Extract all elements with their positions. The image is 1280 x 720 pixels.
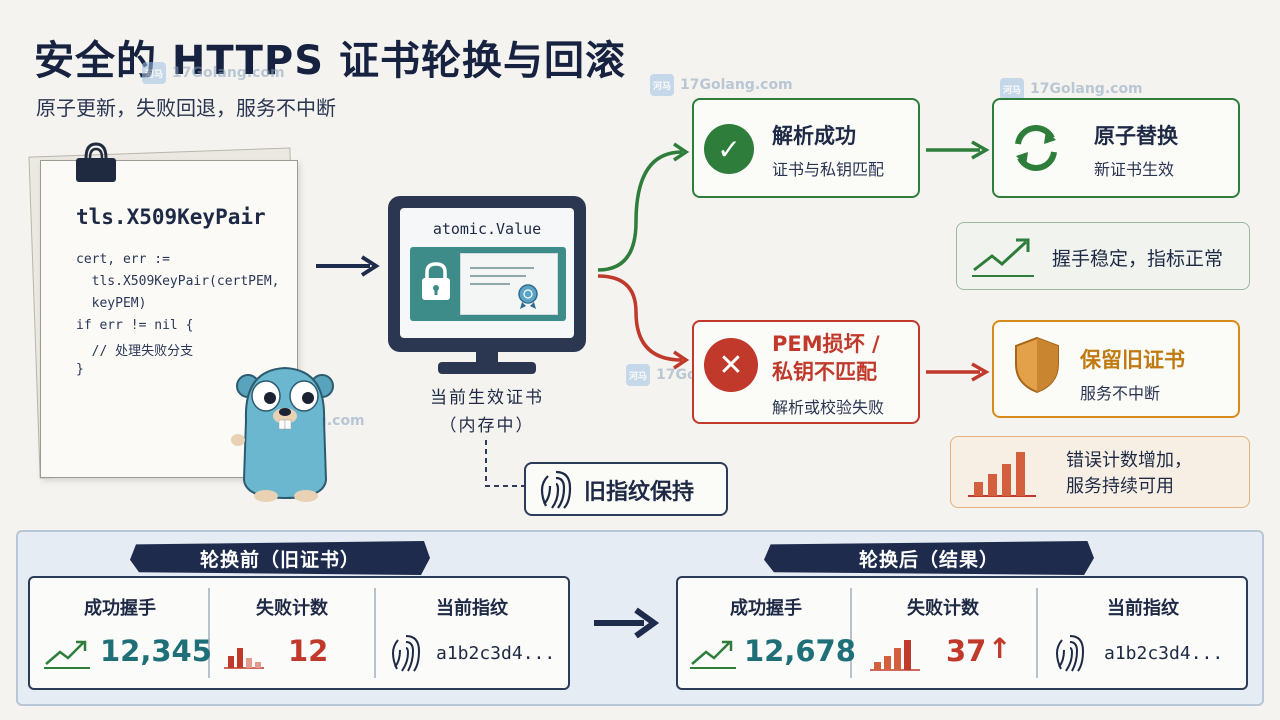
- after-fp-value: a1b2c3d4...: [1104, 643, 1224, 664]
- trend-up-icon: [972, 238, 1034, 277]
- shield-icon: [1015, 336, 1059, 394]
- bar-chart-icon: [968, 452, 1036, 497]
- binder-clip-icon: [76, 142, 116, 182]
- after-stats-card: [676, 576, 1248, 690]
- parse-failure-sub: 解析或校验失败: [772, 398, 885, 417]
- keep-old-cert-sub: 服务不中断: [1080, 384, 1161, 403]
- before-success-label: 成功握手: [84, 598, 156, 619]
- watermark: 河马 17Golang.com: [650, 74, 793, 96]
- check-icon: ✓: [704, 124, 754, 174]
- code-line: }: [76, 362, 84, 377]
- branch-arrows: [597, 142, 690, 370]
- arrow-right-icon: [926, 140, 990, 160]
- before-banner: 轮换前（旧证书）: [130, 541, 430, 575]
- trend-up-icon: [44, 640, 90, 669]
- divider: [374, 588, 376, 678]
- after-fail-label: 失败计数: [907, 598, 979, 619]
- dashed-connector: [485, 440, 524, 487]
- parse-success-title: 解析成功: [772, 124, 856, 148]
- trend-up-icon: [690, 640, 736, 669]
- monitor-stand: [476, 352, 498, 364]
- x-icon: ✕: [704, 338, 758, 392]
- divider: [208, 588, 210, 678]
- refresh-icon: [1015, 125, 1057, 171]
- code-title: tls.X509KeyPair: [76, 205, 266, 229]
- watermark: 河马 17Golang.com: [142, 62, 285, 84]
- code-line: keyPEM): [76, 296, 147, 311]
- fail-increase-arrow-icon: ↑: [988, 632, 1012, 665]
- before-fail-label: 失败计数: [256, 598, 328, 619]
- after-success-value: 12,678: [744, 634, 856, 668]
- atomic-swap-sub: 新证书生效: [1094, 160, 1175, 179]
- certificate-seal-icon: [470, 267, 538, 309]
- arrow-right-icon: [926, 362, 990, 382]
- after-fail-value: 37: [946, 634, 987, 668]
- watermark-logo-icon: 河马: [1000, 78, 1024, 100]
- code-line: // 处理失败分支: [76, 344, 194, 359]
- before-fp-label: 当前指纹: [436, 598, 508, 619]
- watermark-logo-icon: 河马: [142, 62, 166, 84]
- code-line: tls.X509KeyPair(certPEM,: [76, 274, 280, 289]
- before-success-value: 12,345: [100, 634, 212, 668]
- before-fail-value: 12: [288, 634, 329, 668]
- lock-icon: [422, 262, 450, 300]
- page-title: 安全的 HTTPS 证书轮换与回滚: [34, 38, 626, 84]
- page-subtitle: 原子更新，失败回退，服务不中断: [36, 96, 336, 120]
- before-fp-value: a1b2c3d4...: [436, 643, 556, 664]
- watermark-logo-icon: 河马: [650, 74, 674, 96]
- gopher-mascot-icon: [231, 366, 334, 502]
- fingerprint-icon: [540, 470, 572, 509]
- arrow-right-icon: [316, 255, 380, 277]
- parse-success-sub: 证书与私钥匹配: [772, 160, 885, 179]
- arrow-right-icon: [594, 607, 660, 639]
- monitor-base: [438, 362, 536, 374]
- divider: [850, 588, 852, 678]
- fingerprint-note-text: 旧指纹保持: [584, 480, 695, 505]
- error-count-text: 错误计数增加， 服务持续可用: [1066, 450, 1192, 497]
- before-stats-card: [28, 576, 570, 690]
- code-line: cert, err :=: [76, 252, 170, 267]
- atomic-value-label: atomic.Value: [432, 220, 542, 238]
- bar-chart-icon: [870, 640, 920, 671]
- keep-old-cert-title: 保留旧证书: [1080, 348, 1185, 372]
- divider: [1036, 588, 1038, 678]
- after-fp-label: 当前指纹: [1107, 598, 1179, 619]
- atomic-swap-box: [992, 98, 1240, 198]
- parse-failure-title: PEM损坏 / 私钥不匹配: [772, 332, 880, 384]
- watermark-logo-icon: 河马: [626, 364, 650, 386]
- metrics-normal-text: 握手稳定，指标正常: [1052, 248, 1224, 270]
- code-line: if err != nil {: [76, 318, 194, 333]
- monitor-caption: 当前生效证书 （内存中）: [430, 388, 544, 436]
- bar-chart-icon: [224, 648, 264, 669]
- after-banner: 轮换后（结果）: [764, 541, 1094, 575]
- fingerprint-icon: [391, 635, 421, 672]
- after-success-label: 成功握手: [730, 598, 802, 619]
- fingerprint-icon: [1055, 635, 1085, 672]
- watermark: 河马 17Golang.com: [1000, 78, 1143, 100]
- metrics-normal-box: [956, 222, 1250, 290]
- atomic-swap-title: 原子替换: [1094, 124, 1178, 148]
